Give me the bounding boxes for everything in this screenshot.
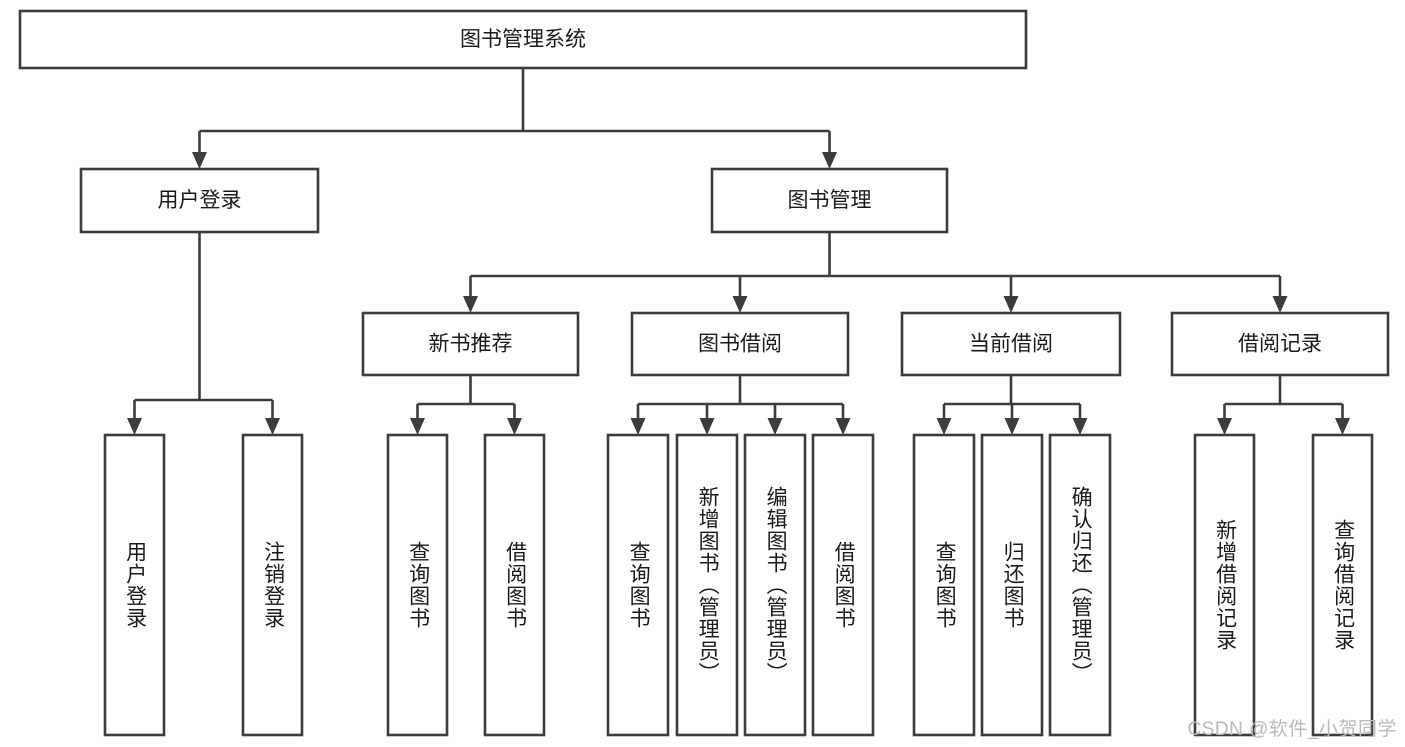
node-box-borrow-record — [1170, 311, 1390, 377]
node-root[interactable]: 图书管理系统 — [18, 9, 1028, 70]
arrow-head — [1072, 418, 1088, 435]
arrow-head — [630, 418, 646, 435]
node-leaf-query-book-rec[interactable] — [386, 433, 449, 737]
node-leaf-logout[interactable] — [241, 433, 304, 737]
arrow-head — [1217, 418, 1232, 435]
node-leaf-user-login[interactable] — [103, 433, 166, 737]
node-leaf-borrow-book[interactable] — [811, 433, 875, 737]
node-box-leaf-confirm-return — [1048, 433, 1112, 737]
arrow-head — [835, 418, 851, 435]
node-box-leaf-logout — [241, 433, 304, 737]
arrow-head — [936, 418, 952, 435]
node-label-borrow-record: 借阅记录 — [1238, 333, 1322, 356]
arrow-head — [127, 418, 142, 435]
node-user-login[interactable]: 用户登录 — [79, 167, 320, 234]
node-box-leaf-query-book-rec — [386, 433, 449, 737]
node-box-current-borrow — [900, 311, 1122, 377]
node-box-book-borrow — [630, 311, 850, 377]
arrow-head — [1004, 418, 1020, 435]
node-box-leaf-edit-book — [743, 433, 807, 737]
node-box-leaf-query-record — [1311, 433, 1374, 737]
arrow-head — [507, 418, 522, 435]
node-box-leaf-add-book — [675, 433, 739, 737]
arrow-head — [699, 418, 715, 435]
node-box-leaf-query-book-borrow — [606, 433, 670, 737]
node-leaf-add-record[interactable] — [1193, 433, 1256, 737]
csdn-watermark: CSDN @软件_小贺同学 — [1187, 719, 1397, 740]
node-label-new-book-rec: 新书推荐 — [429, 333, 513, 356]
arrow-head — [1003, 296, 1019, 313]
arrow-head — [410, 418, 425, 435]
node-box-new-book-rec — [361, 311, 580, 377]
node-current-borrow[interactable]: 当前借阅 — [900, 311, 1122, 377]
node-box-leaf-user-login — [103, 433, 166, 737]
arrow-head — [1335, 418, 1350, 435]
node-leaf-query-record[interactable] — [1311, 433, 1374, 737]
node-new-book-rec[interactable]: 新书推荐 — [361, 311, 580, 377]
node-book-manage[interactable]: 图书管理 — [710, 167, 949, 234]
arrow-head — [265, 418, 280, 435]
node-box-user-login — [79, 167, 320, 234]
arrow-head — [767, 418, 783, 435]
arrow-head — [192, 152, 207, 169]
arrow-head — [822, 152, 837, 169]
node-box-leaf-add-record — [1193, 433, 1256, 737]
node-leaf-confirm-return[interactable] — [1048, 433, 1112, 737]
node-box-leaf-query-book-cur — [912, 433, 976, 737]
node-box-leaf-borrow-book — [811, 433, 875, 737]
node-box-book-manage — [710, 167, 949, 234]
node-label-user-login: 用户登录 — [158, 189, 242, 212]
node-leaf-return-book[interactable] — [980, 433, 1044, 737]
connector-layer — [127, 68, 1350, 435]
node-label-root: 图书管理系统 — [460, 28, 586, 51]
node-label-current-borrow: 当前借阅 — [969, 333, 1053, 356]
arrow-head — [732, 296, 748, 313]
node-book-borrow[interactable]: 图书借阅 — [630, 311, 850, 377]
arrow-head — [463, 296, 478, 313]
node-borrow-record[interactable]: 借阅记录 — [1170, 311, 1390, 377]
node-leaf-add-book[interactable] — [675, 433, 739, 737]
node-leaf-query-book-borrow[interactable] — [606, 433, 670, 737]
node-label-book-borrow: 图书借阅 — [698, 333, 782, 356]
node-box-leaf-borrow-book-rec — [483, 433, 546, 737]
arrow-head — [1272, 296, 1288, 313]
node-label-book-manage: 图书管理 — [788, 189, 872, 212]
node-leaf-borrow-book-rec[interactable] — [483, 433, 546, 737]
node-box-root — [18, 9, 1028, 70]
node-leaf-query-book-cur[interactable] — [912, 433, 976, 737]
node-box-leaf-return-book — [980, 433, 1044, 737]
node-leaf-edit-book[interactable] — [743, 433, 807, 737]
